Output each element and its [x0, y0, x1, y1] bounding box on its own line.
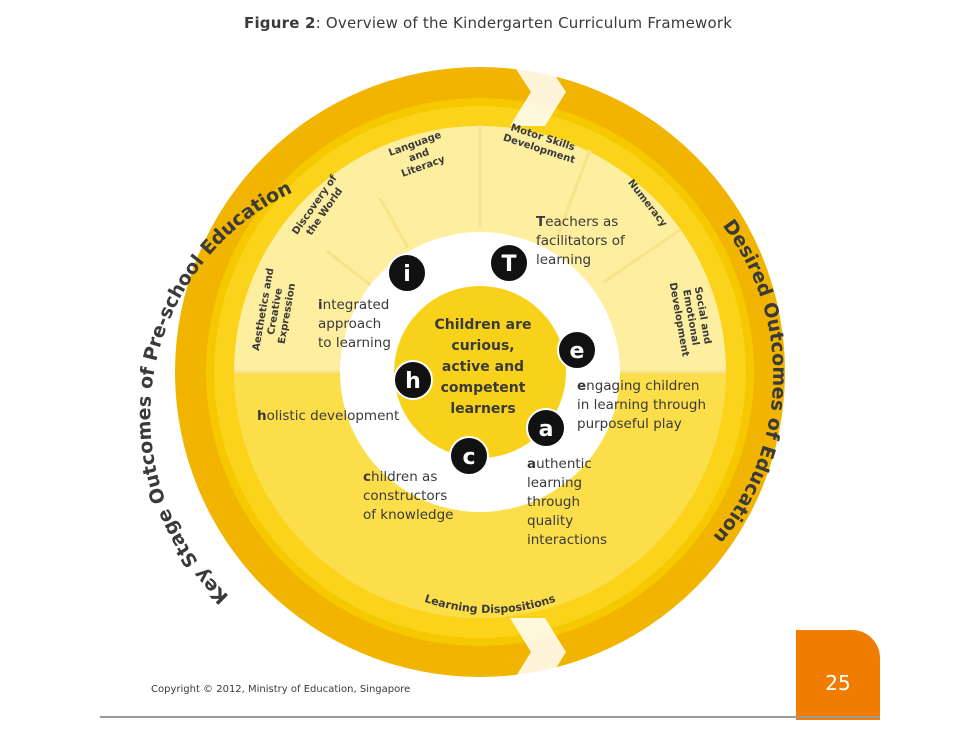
svg-text:integrated: integrated [318, 297, 389, 313]
svg-text:learners: learners [450, 401, 515, 417]
svg-text:quality: quality [527, 513, 573, 529]
svg-text:learning: learning [536, 252, 591, 268]
badge-a: a [526, 408, 566, 448]
svg-text:purposeful play: purposeful play [577, 416, 682, 432]
svg-text:h: h [405, 369, 421, 394]
svg-text:approach: approach [318, 316, 381, 332]
principle-engaging: engaging children in learning through pu… [577, 378, 706, 432]
svg-text:facilitators of: facilitators of [536, 233, 626, 249]
svg-text:through: through [527, 494, 580, 510]
badge-h: h [393, 360, 433, 400]
svg-text:competent: competent [441, 380, 526, 396]
principle-integrated: integrated approach to learning [318, 297, 391, 351]
bottom-divider [100, 716, 880, 718]
svg-text:engaging children: engaging children [577, 378, 699, 394]
principle-holistic: holistic development [257, 408, 399, 424]
badge-i: i [387, 253, 427, 293]
svg-text:constructors: constructors [363, 488, 447, 504]
page-number: 25 [796, 630, 880, 720]
badge-e: e [557, 330, 597, 370]
copyright-notice: Copyright © 2012, Ministry of Education,… [151, 684, 411, 695]
figure-caption: : Overview of the Kindergarten Curriculu… [315, 14, 733, 32]
svg-text:learning: learning [527, 475, 582, 491]
center-text: Children are curious, active and compete… [435, 317, 532, 417]
badge-t: T [489, 243, 529, 283]
figure-title: Figure 2: Overview of the Kindergarten C… [244, 14, 732, 32]
svg-text:i: i [403, 262, 411, 287]
svg-text:interactions: interactions [527, 532, 607, 548]
svg-text:Children are: Children are [435, 317, 532, 333]
svg-text:to learning: to learning [318, 335, 391, 351]
svg-text:e: e [570, 339, 585, 364]
svg-text:children as: children as [363, 469, 437, 485]
principle-authentic: authentic learning through quality inter… [527, 456, 607, 548]
svg-text:authentic: authentic [527, 456, 592, 472]
center-circle [394, 286, 566, 458]
svg-text:active and: active and [442, 359, 524, 375]
svg-text:in learning through: in learning through [577, 397, 706, 413]
svg-text:curious,: curious, [451, 338, 514, 354]
svg-text:Teachers as: Teachers as [536, 214, 618, 230]
svg-text:of knowledge: of knowledge [363, 507, 453, 523]
badge-c: c [449, 436, 489, 476]
figure-label: Figure 2 [244, 14, 316, 32]
svg-text:holistic development: holistic development [257, 408, 399, 424]
svg-text:T: T [501, 252, 516, 277]
svg-text:a: a [539, 417, 554, 442]
principle-teachers: Teachers as facilitators of learning [536, 214, 626, 268]
chevron-bottom-icon [510, 618, 566, 686]
svg-text:c: c [462, 445, 475, 470]
principle-constructors: children as constructors of knowledge [363, 469, 453, 523]
chevron-top-icon [510, 60, 566, 126]
curriculum-framework-diagram: Key Stage Outcomes of Pre-school Educati… [133, 60, 791, 686]
